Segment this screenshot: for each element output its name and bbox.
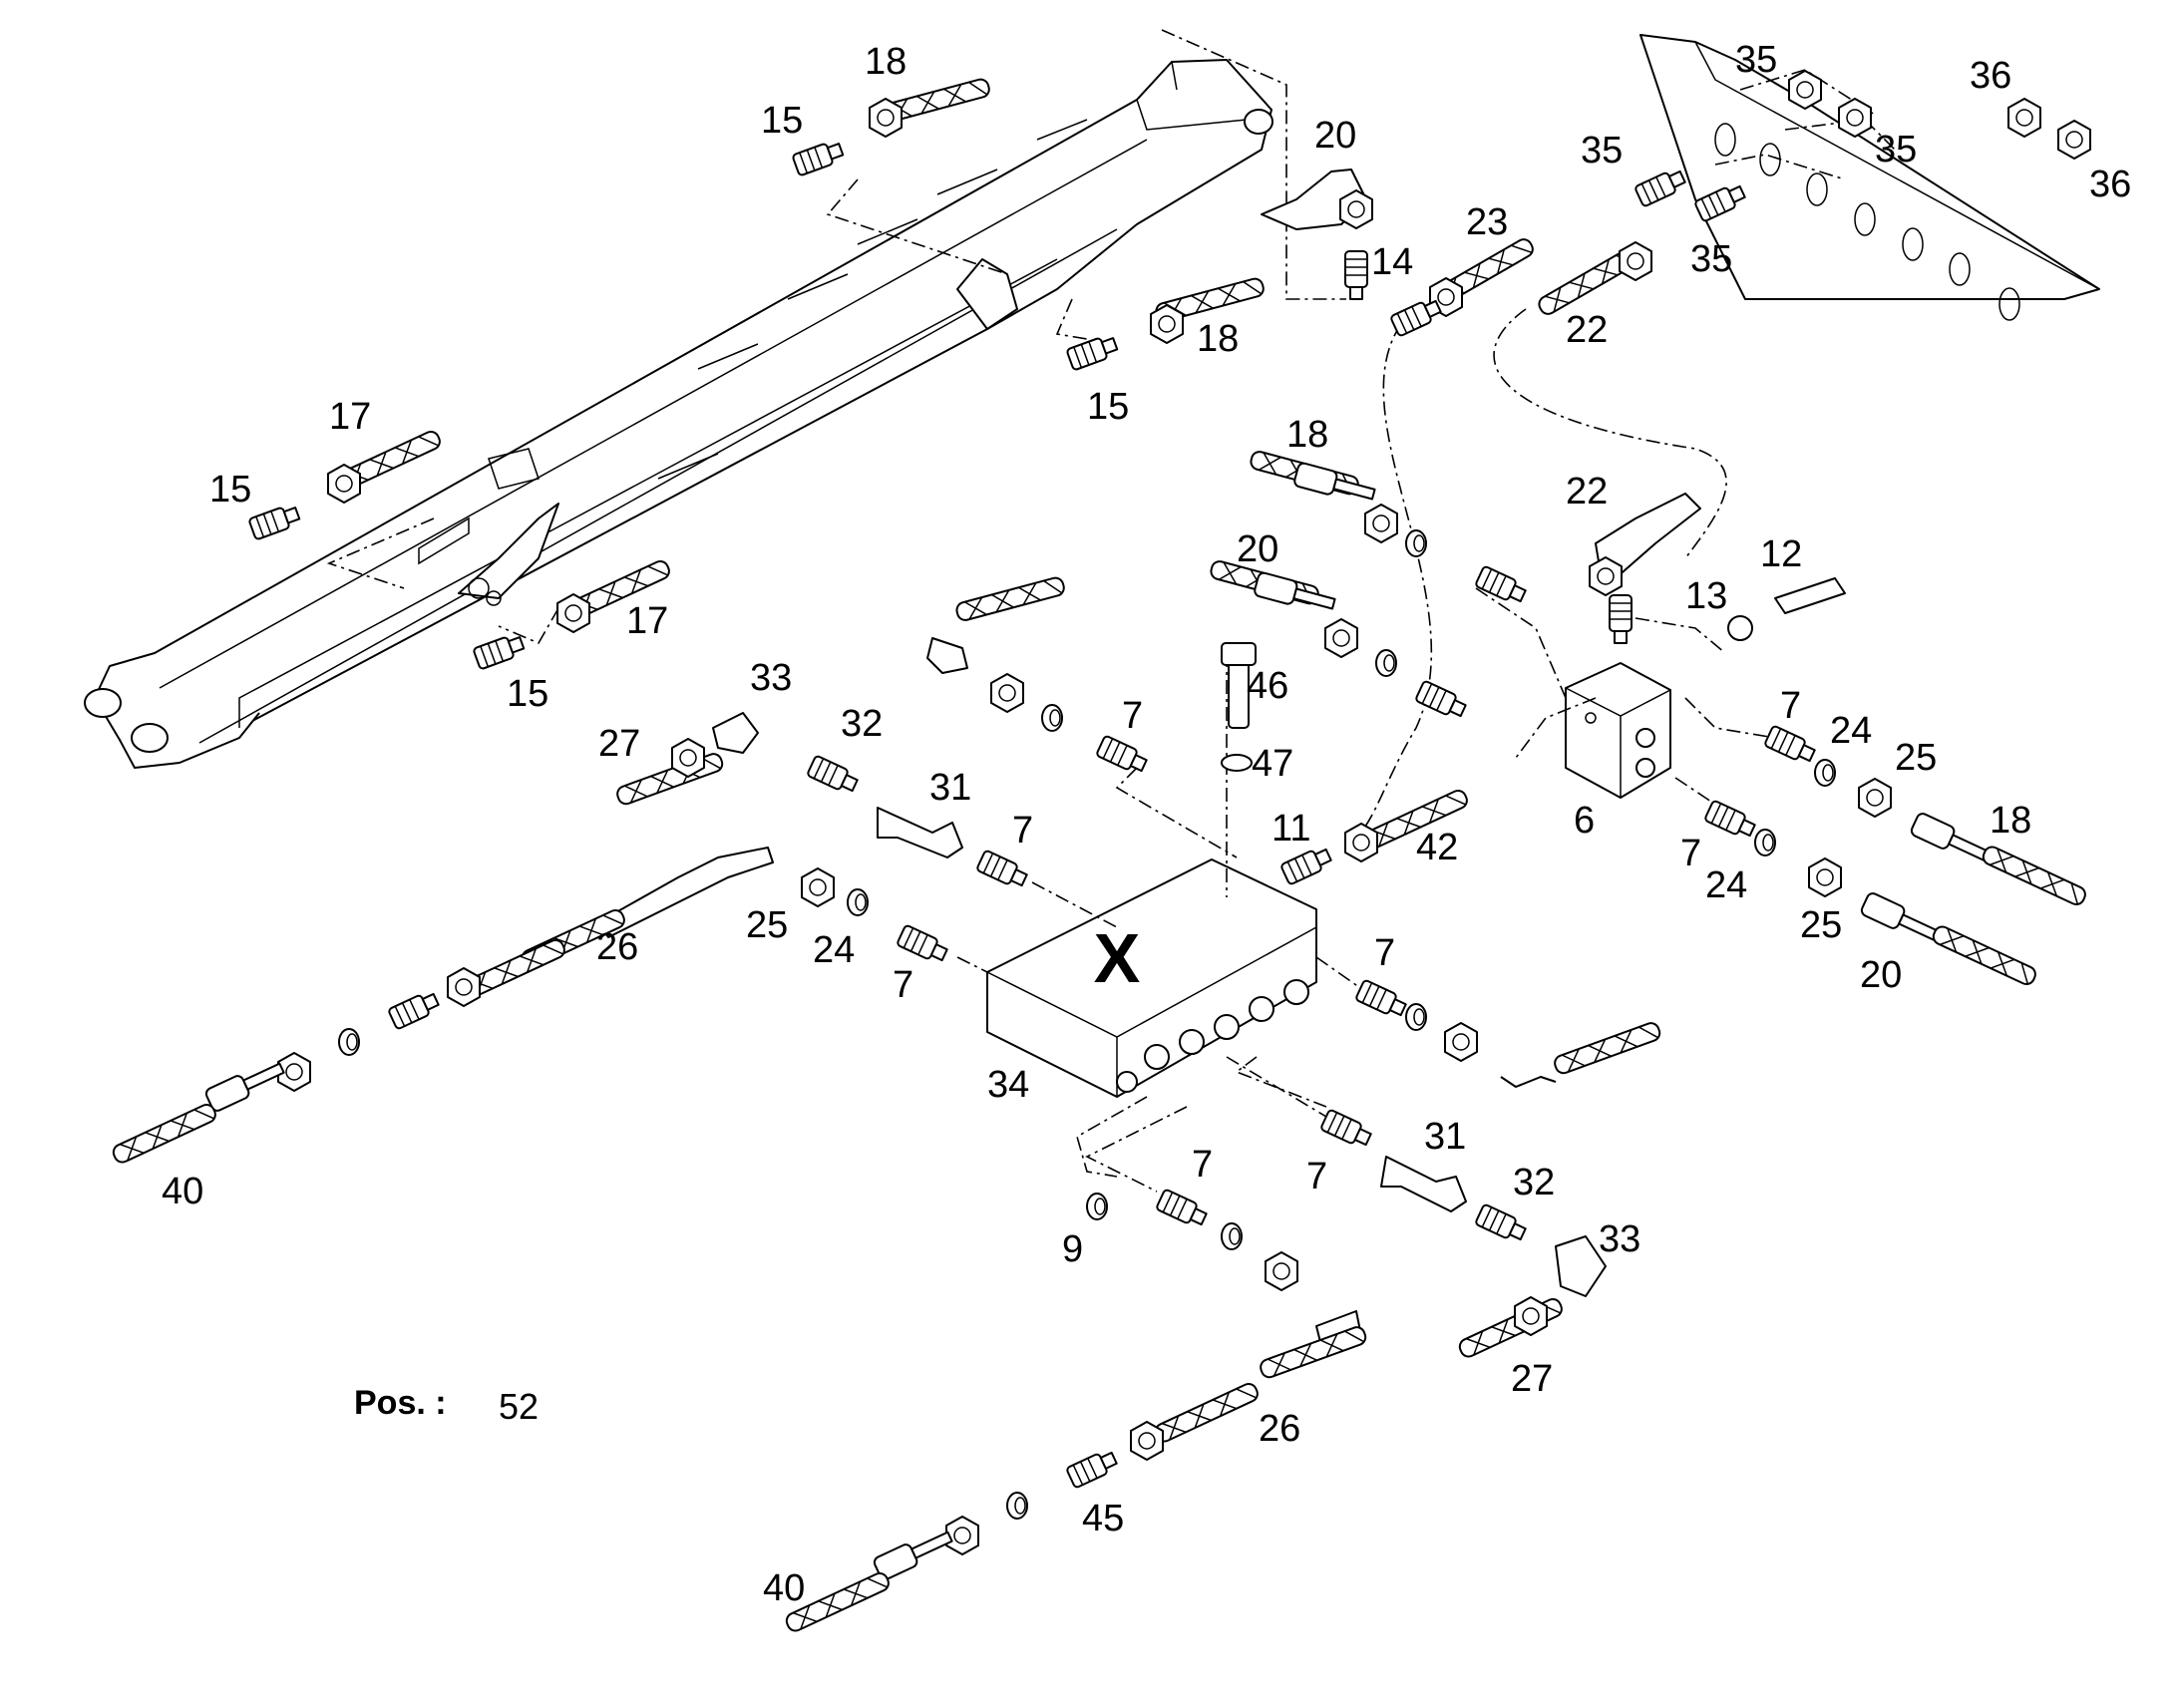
callout-12: 12 bbox=[1760, 533, 1802, 575]
callout-15: 15 bbox=[761, 100, 803, 142]
callout-7: 7 bbox=[1374, 932, 1395, 974]
callout-35: 35 bbox=[1690, 238, 1732, 280]
callout-33: 33 bbox=[1599, 1218, 1640, 1260]
callout-18: 18 bbox=[1197, 318, 1239, 360]
callout-15: 15 bbox=[1087, 386, 1129, 428]
callout-27: 27 bbox=[1511, 1358, 1553, 1400]
callout-36: 36 bbox=[1970, 55, 2011, 97]
callout-18: 18 bbox=[1286, 414, 1328, 456]
callout-40: 40 bbox=[763, 1567, 805, 1609]
callout-25: 25 bbox=[1800, 904, 1842, 946]
callout-47: 47 bbox=[1252, 743, 1293, 785]
callout-20: 20 bbox=[1314, 115, 1356, 157]
callout-24: 24 bbox=[1830, 710, 1872, 752]
callout-26: 26 bbox=[596, 926, 638, 968]
callout-35: 35 bbox=[1581, 130, 1623, 171]
callout-23: 23 bbox=[1466, 201, 1508, 243]
callout-14: 14 bbox=[1371, 241, 1413, 283]
callout-25: 25 bbox=[1895, 737, 1937, 779]
callout-20: 20 bbox=[1860, 954, 1902, 996]
valve-block bbox=[1565, 662, 1671, 799]
callouts: 18 15 20 14 18 15 17 15 17 15 35 36 35 3… bbox=[162, 39, 2131, 1609]
callout-7: 7 bbox=[893, 964, 913, 1006]
callout-22: 22 bbox=[1566, 309, 1608, 351]
callout-20: 20 bbox=[1237, 528, 1278, 570]
callout-25: 25 bbox=[746, 904, 788, 946]
callout-17: 17 bbox=[329, 396, 371, 438]
callout-35: 35 bbox=[1735, 39, 1777, 81]
callout-15: 15 bbox=[507, 673, 548, 715]
callout-45: 45 bbox=[1082, 1498, 1124, 1539]
leader-lines bbox=[326, 29, 1896, 1193]
callout-7: 7 bbox=[1680, 833, 1701, 874]
callout-27: 27 bbox=[598, 723, 640, 765]
block-marker: X bbox=[1094, 919, 1141, 997]
callout-34: 34 bbox=[987, 1064, 1029, 1106]
callout-18: 18 bbox=[1990, 800, 2031, 842]
callout-32: 32 bbox=[1513, 1162, 1555, 1203]
callout-18: 18 bbox=[865, 41, 907, 83]
callout-46: 46 bbox=[1247, 665, 1288, 707]
callout-24: 24 bbox=[1705, 864, 1747, 906]
callout-42: 42 bbox=[1416, 827, 1458, 868]
callout-7: 7 bbox=[1122, 695, 1143, 737]
callout-40: 40 bbox=[162, 1171, 203, 1212]
callout-9: 9 bbox=[1062, 1228, 1083, 1270]
callout-6: 6 bbox=[1574, 800, 1595, 842]
callout-36: 36 bbox=[2089, 164, 2131, 205]
pos-label: Pos. : bbox=[354, 1384, 447, 1422]
callout-7: 7 bbox=[1306, 1156, 1327, 1197]
callout-7: 7 bbox=[1012, 810, 1033, 852]
position-label: Pos. : 52 bbox=[354, 1384, 539, 1427]
callout-32: 32 bbox=[841, 703, 883, 745]
callout-31: 31 bbox=[1424, 1116, 1466, 1158]
parts bbox=[110, 70, 2091, 1635]
callout-35: 35 bbox=[1875, 129, 1917, 171]
callout-7: 7 bbox=[1192, 1144, 1213, 1186]
callout-7: 7 bbox=[1780, 685, 1801, 727]
callout-22: 22 bbox=[1566, 471, 1608, 512]
callout-24: 24 bbox=[813, 929, 855, 971]
callout-11: 11 bbox=[1272, 808, 1310, 850]
callout-33: 33 bbox=[750, 657, 792, 699]
callout-15: 15 bbox=[209, 469, 251, 511]
callout-31: 31 bbox=[929, 767, 971, 809]
mounting-plate bbox=[1639, 34, 2100, 321]
callout-17: 17 bbox=[626, 600, 668, 642]
pos-value: 52 bbox=[499, 1386, 539, 1427]
boom-arm bbox=[84, 59, 1273, 769]
callout-26: 26 bbox=[1259, 1408, 1300, 1450]
distributor-block: X bbox=[986, 858, 1317, 1098]
callout-13: 13 bbox=[1685, 575, 1727, 617]
